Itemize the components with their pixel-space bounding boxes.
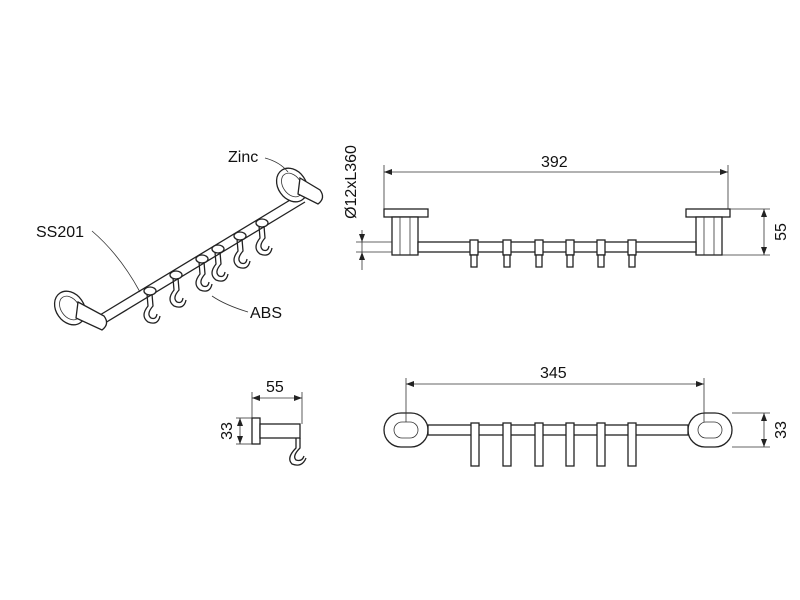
dim-55-side-text: 55	[266, 379, 284, 396]
top-hooks	[470, 422, 637, 467]
front-rod	[417, 241, 697, 253]
front-hooks	[469, 239, 637, 268]
zinc-label: Zinc	[228, 149, 258, 166]
dimension-33-side: 33	[219, 417, 252, 445]
top-rod	[427, 424, 689, 436]
front-hook	[596, 239, 606, 268]
right-wall-mount	[275, 167, 324, 205]
top-view: 345 33	[383, 365, 790, 467]
side-hook	[289, 438, 307, 466]
dimension-345: 345	[405, 365, 705, 422]
front-hook	[627, 239, 637, 268]
dimension-55-side: 55	[251, 379, 303, 424]
dim-33-top-text: 33	[773, 421, 790, 439]
ss201-label: SS201	[36, 224, 84, 241]
iso-hooks	[143, 218, 273, 324]
side-post	[259, 423, 301, 439]
front-left-mount	[383, 208, 429, 256]
top-right-mount	[687, 412, 733, 448]
iso-hook	[195, 254, 213, 292]
front-view: 392 55 Ø12xL360	[343, 145, 790, 270]
side-view: 55 33	[219, 379, 307, 466]
left-wall-mount	[53, 290, 108, 331]
dim-392-text: 392	[541, 154, 568, 171]
dim-345-text: 345	[540, 365, 567, 382]
dimension-33-top: 33	[732, 412, 790, 448]
dim-33-side-text: 33	[219, 422, 236, 440]
front-hook	[469, 239, 479, 268]
front-hook	[534, 239, 544, 268]
rod-spec-dimension: Ø12xL360	[343, 145, 392, 270]
abs-label: ABS	[250, 305, 282, 322]
iso-hook	[143, 286, 161, 324]
iso-hook	[255, 218, 273, 256]
iso-hook	[233, 231, 251, 269]
front-hook	[565, 239, 575, 268]
side-base-plate	[251, 417, 261, 445]
leader-lines	[91, 157, 289, 313]
dim-55-front-text: 55	[773, 223, 790, 241]
front-right-mount	[685, 208, 731, 256]
isometric-view: Zinc SS201 ABS	[36, 149, 324, 331]
dimension-392: 392	[383, 154, 729, 209]
front-hook	[502, 239, 512, 268]
dimension-55-front: 55	[722, 208, 790, 256]
rod-spec-text: Ø12xL360	[343, 145, 360, 219]
iso-hook	[211, 244, 229, 282]
iso-hook	[169, 270, 187, 308]
